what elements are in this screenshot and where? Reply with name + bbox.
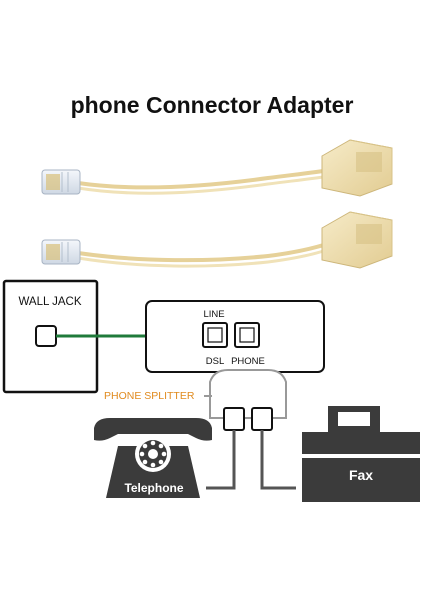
fax-label: Fax [349, 467, 373, 483]
splitter-housing [321, 211, 393, 269]
phone-splitter-label: PHONE SPLITTER [104, 390, 195, 402]
page-title: phone Connector Adapter [70, 92, 354, 118]
wall-jack-label: WALL JACK [18, 296, 81, 308]
wall-jack-port [35, 325, 57, 347]
rj11-plug [41, 239, 81, 265]
splitter-housing [321, 139, 393, 197]
fax-machine-icon: Fax [302, 406, 420, 502]
dsl-label: DSL [206, 356, 224, 367]
telephone-icon: Telephone [94, 418, 212, 498]
splitter-to-fax-cable [260, 430, 296, 490]
rj11-plug [41, 169, 81, 195]
phone-port-label: PHONE [231, 356, 265, 367]
cable-wire [77, 241, 331, 263]
cable-wire [77, 168, 331, 190]
line-label: LINE [203, 309, 224, 320]
adapter-cable-bottom [41, 211, 393, 269]
phone-splitter: PHONE SPLITTER [104, 369, 287, 431]
telephone-label: Telephone [124, 481, 183, 495]
splitter-to-telephone-cable [206, 430, 236, 490]
adapter-cable-top [41, 139, 393, 197]
dsl-modem: LINE DSL PHONE [145, 300, 325, 373]
wall-jack: WALL JACK [2, 279, 99, 394]
